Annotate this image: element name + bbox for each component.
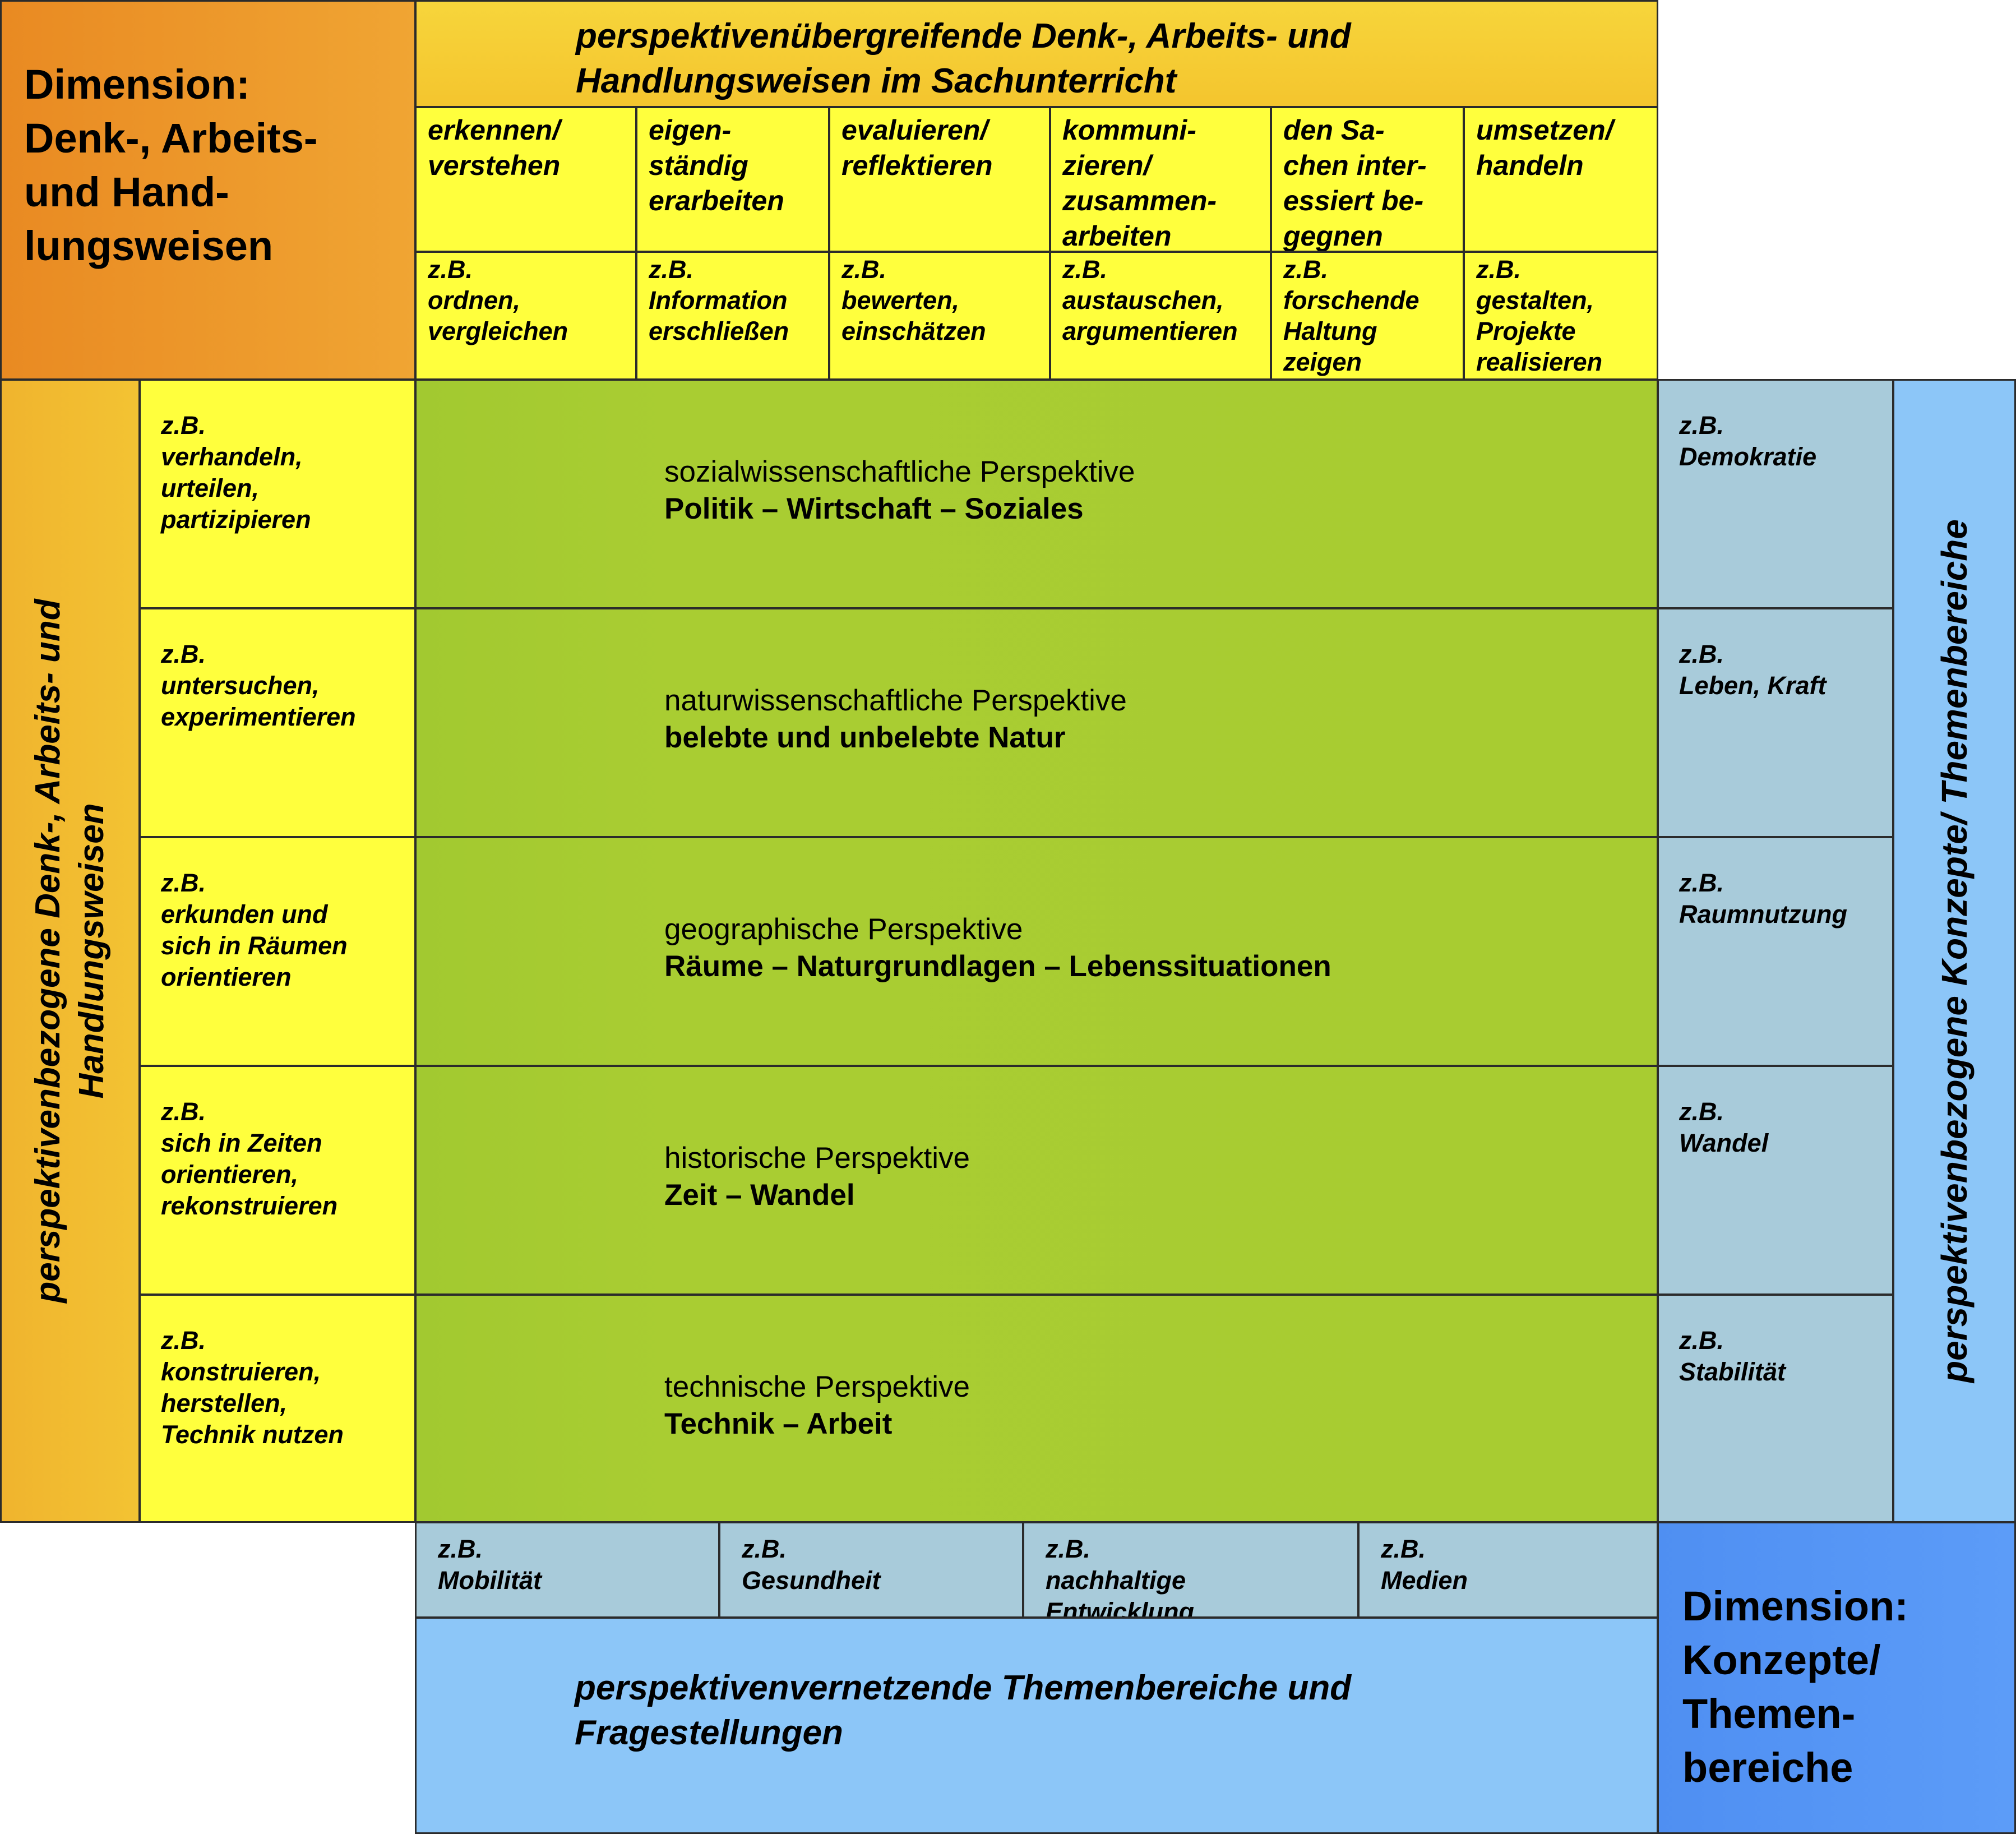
cross-perspective-title: perspektivenübergreifende Denk-, Arbeits… <box>576 17 1351 100</box>
cross-verb-cell: evaluieren/ reflektieren <box>829 107 1051 252</box>
perspective-name: naturwissenschaftliche Perspektive <box>664 684 1127 717</box>
perspective-methods-cell: z.B. erkunden und sich in Räumen orienti… <box>139 837 416 1066</box>
cross-verb-cell: kommuni- zieren/ zusammen- arbeiten <box>1049 107 1271 252</box>
perspective-concept-cell: z.B. Stabilität <box>1657 1294 1894 1523</box>
cross-topic-example: z.B. nachhaltige Entwicklung <box>1023 1522 1359 1618</box>
perspective-concept-cell: z.B. Demokratie <box>1657 379 1894 609</box>
perspective-methods-cell: z.B. konstruieren, herstellen, Technik n… <box>139 1294 416 1523</box>
perspective-topics: belebte und unbelebte Natur <box>664 721 1066 754</box>
dimension-thinking-working-acting: Dimension: Denk-, Arbeits- und Hand- lun… <box>0 0 416 380</box>
perspective-row: historische Perspektive Zeit – Wandel <box>415 1065 1658 1295</box>
dimension-concepts-label: Dimension: Konzepte/ Themen- bereiche <box>1682 1583 1908 1791</box>
dimension-concepts-topics: Dimension: Konzepte/ Themen- bereiche <box>1657 1522 2016 1834</box>
perspective-topics: Politik – Wirtschaft – Soziales <box>664 492 1084 525</box>
cross-example-cell: z.B. ordnen, vergleichen <box>415 251 637 380</box>
cross-example-cell: z.B. austauschen, argumentieren <box>1049 251 1271 380</box>
perspective-row: technische Perspektive Technik – Arbeit <box>415 1294 1658 1523</box>
perspective-name: historische Perspektive <box>664 1142 970 1175</box>
cross-example-cell: z.B. gestalten, Projekte realisieren <box>1463 251 1658 380</box>
cross-verb-cell: eigen- ständig erarbeiten <box>636 107 830 252</box>
perspective-topics: Technik – Arbeit <box>664 1407 893 1440</box>
perspective-concept-cell: z.B. Wandel <box>1657 1065 1894 1295</box>
perspective-concepts-strip: perspektivenbezogene Konzepte/ Themenber… <box>1893 379 2016 1523</box>
perspective-methods-strip: perspektivenbezogene Denk-, Arbeits- und… <box>0 379 140 1523</box>
perspective-name: geographische Perspektive <box>664 913 1023 946</box>
cross-verb-cell: erkennen/ verstehen <box>415 107 637 252</box>
cross-example-cell: z.B. Information erschließen <box>636 251 830 380</box>
cross-perspective-header: perspektivenübergreifende Denk-, Arbeits… <box>415 0 1658 108</box>
cross-verb-cell: umsetzen/ handeln <box>1463 107 1658 252</box>
dimension-thinking-label: Dimension: Denk-, Arbeits- und Hand- lun… <box>24 61 318 269</box>
perspective-methods-cell: z.B. untersuchen, experimentieren <box>139 608 416 838</box>
perspective-row: geographische Perspektive Räume – Naturg… <box>415 837 1658 1066</box>
cross-topics-box: perspektivenvernetzende Themenbereiche u… <box>415 1617 1658 1834</box>
perspective-concept-cell: z.B. Raumnutzung <box>1657 837 1894 1066</box>
cross-topic-example: z.B. Medien <box>1358 1522 1658 1618</box>
perspective-row: sozialwissenschaftliche Perspektive Poli… <box>415 379 1658 609</box>
perspective-topics: Räume – Naturgrundlagen – Lebenssituatio… <box>664 950 1331 983</box>
cross-topic-example: z.B. Mobilität <box>415 1522 720 1618</box>
cross-example-cell: z.B. bewerten, einschätzen <box>829 251 1051 380</box>
perspective-row: naturwissenschaftliche Perspektive beleb… <box>415 608 1658 838</box>
perspective-methods-cell: z.B. verhandeln, urteilen, partizipieren <box>139 379 416 609</box>
cross-verb-cell: den Sa- chen inter- essiert be- gegnen <box>1270 107 1464 252</box>
cross-topic-example: z.B. Gesundheit <box>719 1522 1024 1618</box>
perspective-concepts-label: perspektivenbezogene Konzepte/ Themenber… <box>1934 519 1975 1383</box>
perspective-name: sozialwissenschaftliche Perspektive <box>664 455 1135 488</box>
perspective-methods-label: perspektivenbezogene Denk-, Arbeits- und… <box>29 599 111 1303</box>
cross-topics-title: perspektivenvernetzende Themenbereiche u… <box>575 1669 1352 1752</box>
perspective-name: technische Perspektive <box>664 1370 970 1403</box>
perspective-topics: Zeit – Wandel <box>664 1179 855 1212</box>
perspective-methods-cell: z.B. sich in Zeiten orientieren, rekonst… <box>139 1065 416 1295</box>
perspective-concept-cell: z.B. Leben, Kraft <box>1657 608 1894 838</box>
cross-example-cell: z.B. forschende Haltung zeigen <box>1270 251 1464 380</box>
